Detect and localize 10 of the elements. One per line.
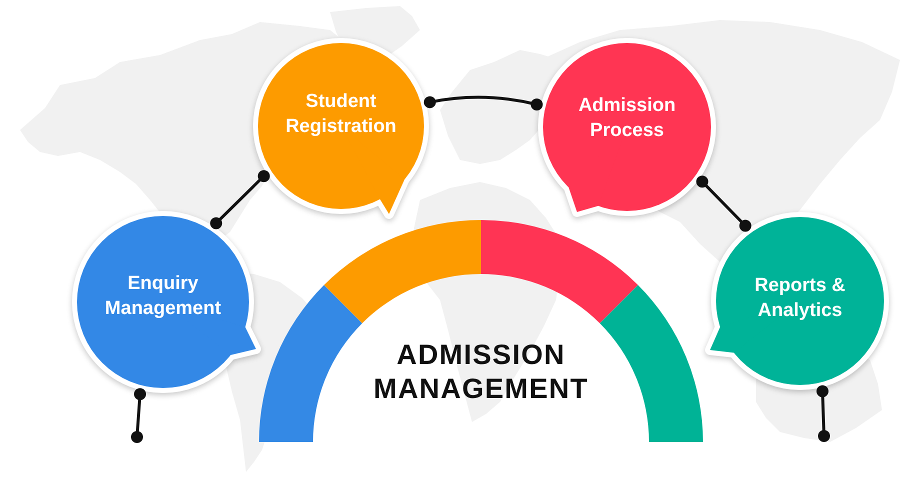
connector-line: [696, 176, 752, 232]
connector-line: [131, 388, 146, 443]
bubble-label: Student Registration: [284, 90, 398, 139]
gauge-title: ADMISSION MANAGEMENT: [372, 338, 590, 406]
connector-line: [424, 96, 543, 110]
connector-line: [210, 170, 270, 230]
bubble-label: Reports & Analytics: [754, 274, 846, 323]
bubble-label: Enquiry Management: [104, 272, 222, 321]
bubble-label: Admission Process: [577, 94, 677, 143]
connector-line: [816, 385, 830, 442]
